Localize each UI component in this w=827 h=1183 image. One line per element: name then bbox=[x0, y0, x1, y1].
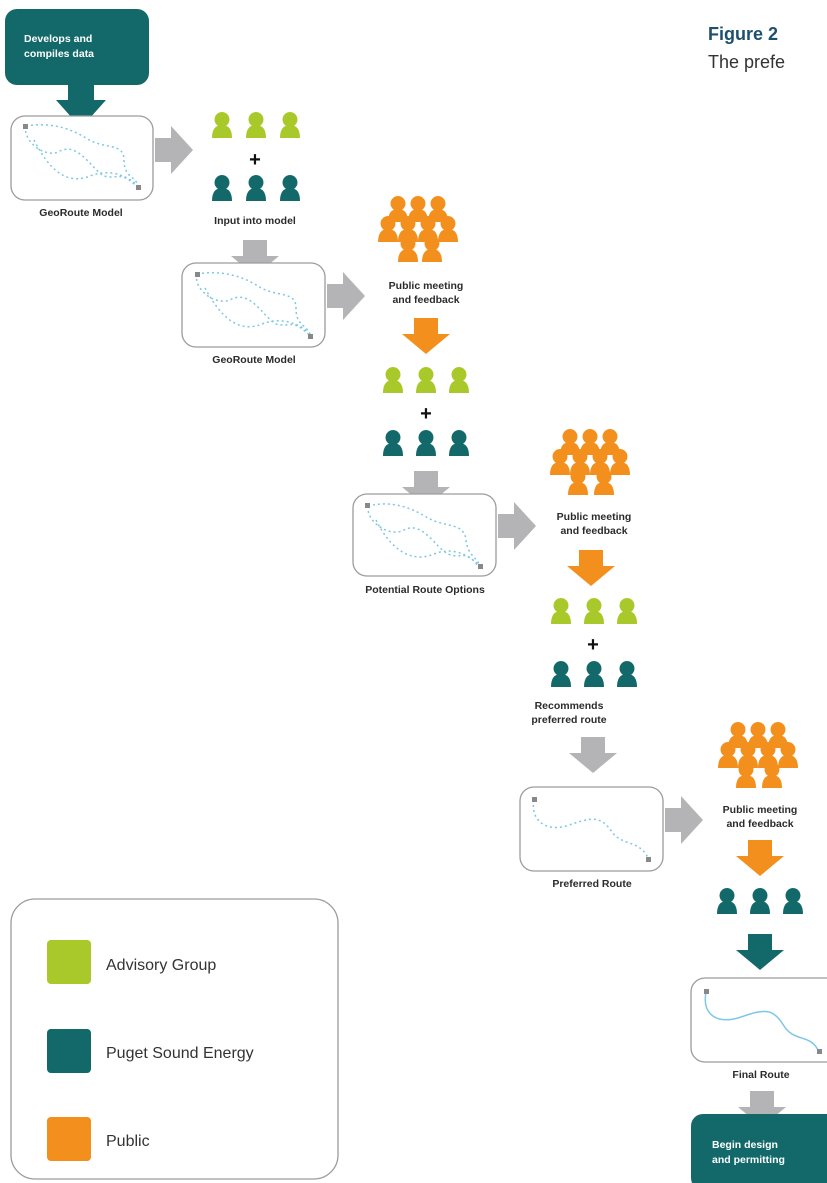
legend-label-pse: Puget Sound Energy bbox=[106, 1045, 254, 1062]
label-public-2-line2: and feedback bbox=[560, 525, 627, 537]
end-box bbox=[691, 1114, 827, 1183]
label-final-route: Final Route bbox=[732, 1069, 789, 1081]
label-recommends-line2: preferred route bbox=[531, 714, 606, 726]
start-box-line1: Develops and bbox=[24, 33, 92, 45]
label-recommends-line1: Recommends bbox=[535, 700, 604, 712]
plus-sign-2: + bbox=[420, 403, 432, 425]
legend-swatch-pse bbox=[47, 1029, 91, 1073]
label-public-2-line1: Public meeting bbox=[557, 511, 632, 523]
pse-icons-4 bbox=[717, 888, 803, 914]
legend: Advisory Group Puget Sound Energy Public bbox=[10, 898, 339, 1180]
georoute-model-1 bbox=[10, 115, 154, 201]
public-icons-3 bbox=[718, 722, 798, 788]
preferred-route-map bbox=[519, 786, 664, 872]
start-box bbox=[5, 9, 149, 85]
legend-swatch-public bbox=[47, 1117, 91, 1161]
end-box-line2: and permitting bbox=[712, 1154, 785, 1166]
legend-label-public: Public bbox=[106, 1133, 150, 1150]
label-preferred-route: Preferred Route bbox=[552, 878, 632, 890]
arrow-down-public-1 bbox=[402, 318, 450, 354]
pse-icons-1 bbox=[212, 175, 300, 201]
arrow-down-public-3 bbox=[736, 840, 784, 876]
label-model-1: GeoRoute Model bbox=[39, 207, 122, 219]
plus-sign-1: + bbox=[249, 149, 261, 171]
pse-icons-3 bbox=[551, 661, 637, 687]
label-public-3-line1: Public meeting bbox=[723, 804, 798, 816]
label-public-1-line1: Public meeting bbox=[389, 280, 464, 292]
advisory-group-icons-3 bbox=[551, 598, 637, 624]
label-potential-route-options: Potential Route Options bbox=[365, 584, 485, 596]
georoute-model-2 bbox=[181, 262, 326, 348]
label-public-3-line2: and feedback bbox=[726, 818, 793, 830]
public-icons-2 bbox=[550, 429, 630, 495]
arrow-right-2 bbox=[327, 272, 365, 320]
arrow-right-4 bbox=[665, 796, 703, 844]
legend-swatch-advisory bbox=[47, 940, 91, 984]
arrow-down-pse bbox=[56, 84, 106, 128]
arrow-right-1 bbox=[155, 126, 193, 174]
advisory-group-icons-2 bbox=[383, 367, 469, 393]
figure-subtitle: The prefe bbox=[708, 52, 785, 72]
plus-sign-3: + bbox=[587, 634, 599, 656]
arrow-down-pse-2 bbox=[736, 934, 784, 970]
public-icons-1 bbox=[378, 196, 458, 262]
legend-label-advisory: Advisory Group bbox=[106, 957, 216, 974]
label-model-2: GeoRoute Model bbox=[212, 354, 295, 366]
pse-icons-2 bbox=[383, 430, 469, 456]
potential-route-options-map bbox=[352, 493, 497, 577]
arrow-down-gray-3 bbox=[569, 737, 617, 773]
start-box-line2: compiles data bbox=[24, 48, 94, 60]
advisory-group-icons-1 bbox=[212, 112, 300, 138]
end-box-line1: Begin design bbox=[712, 1139, 778, 1151]
label-input-into-model: Input into model bbox=[214, 215, 296, 227]
final-route-map bbox=[690, 977, 827, 1063]
arrow-right-3 bbox=[498, 502, 536, 550]
label-public-1-line2: and feedback bbox=[392, 294, 459, 306]
arrow-down-public-2 bbox=[567, 550, 615, 586]
figure-title: Figure 2 bbox=[708, 24, 778, 44]
